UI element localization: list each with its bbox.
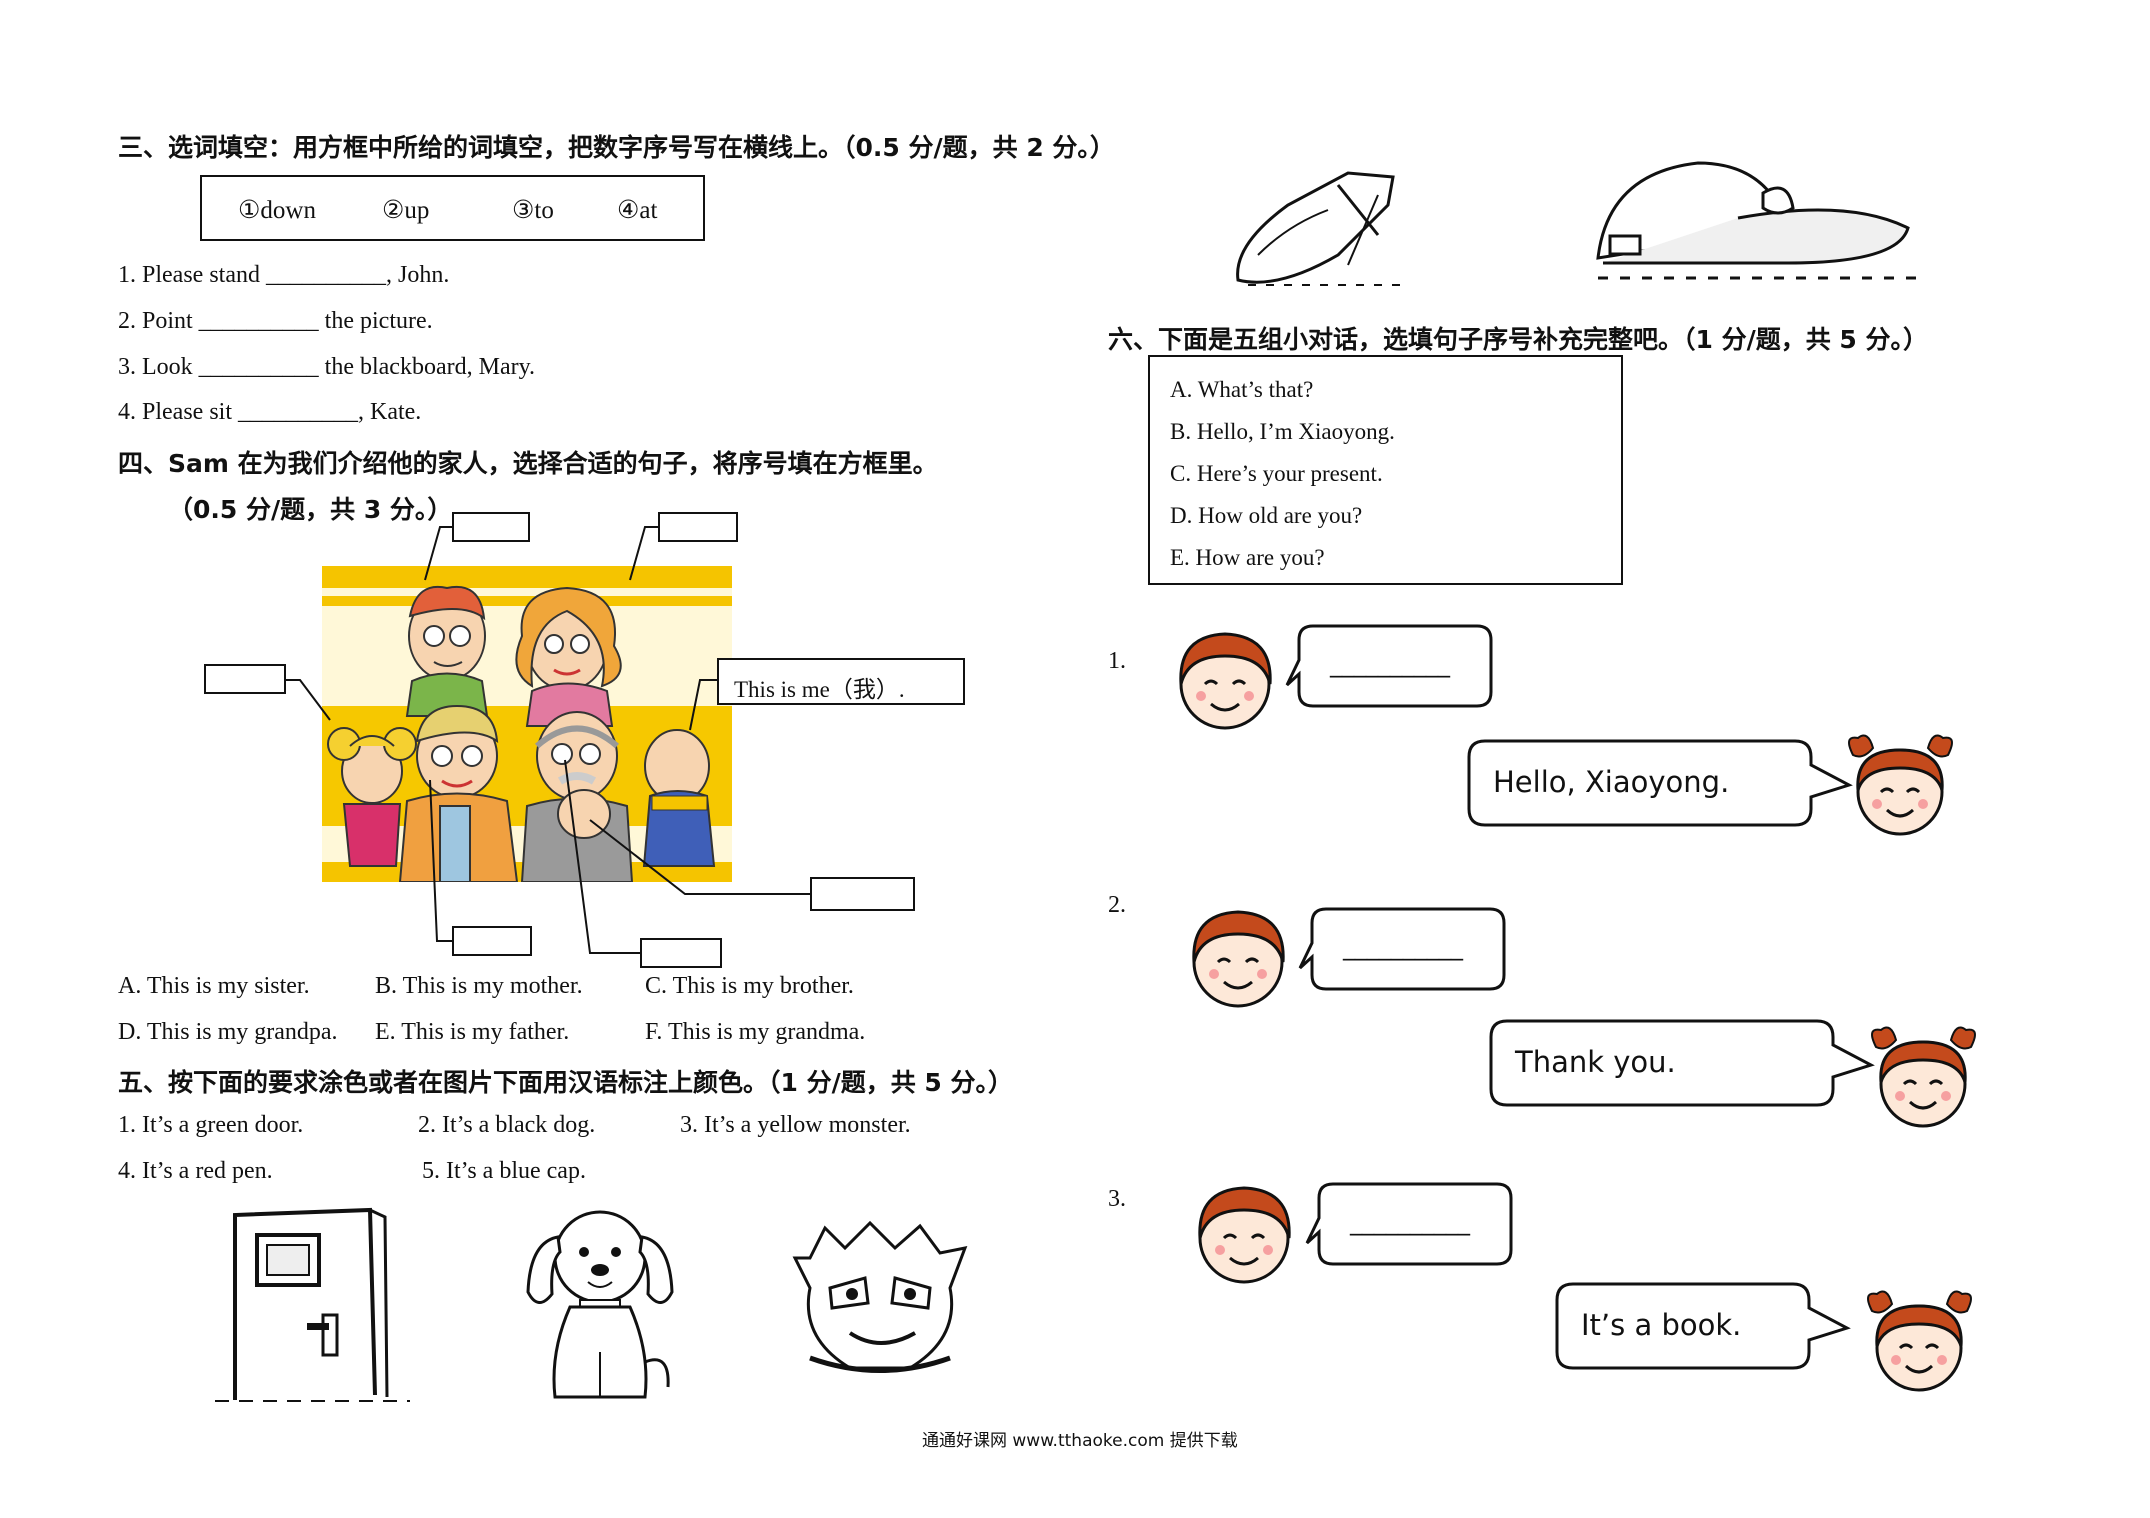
answer-box-sister[interactable]	[204, 664, 286, 694]
dialog-1-number: 1.	[1108, 648, 1126, 674]
girl-face-icon	[1866, 1022, 1981, 1132]
dialog-options-box: A. What’s that? B. Hello, I’m Xiaoyong. …	[1148, 355, 1623, 585]
word-box: ①down ②up ③to ④at	[200, 175, 705, 241]
option-b: B. This is my mother.	[375, 973, 583, 999]
dialog-3-blank[interactable]: __________	[1350, 1208, 1470, 1236]
cap-drawing[interactable]	[1588, 158, 1918, 288]
fill-item-1: 1. Please stand __________, John.	[118, 262, 450, 288]
section-6-title: 六、下面是五组小对话，选填句子序号补充完整吧。（1 分/题，共 5 分。）	[1108, 325, 1929, 354]
dialog-2-reply-bubble: Thank you.	[1487, 1017, 1877, 1109]
boy-face-icon	[1186, 904, 1291, 1009]
girl-face-icon	[1843, 730, 1958, 840]
label-me-text: This is me（我）.	[734, 677, 905, 702]
option-c: C. This is my brother.	[645, 973, 854, 999]
monster-drawing[interactable]	[790, 1218, 970, 1378]
section-5-title: 五、按下面的要求涂色或者在图片下面用汉语标注上颜色。（1 分/题，共 5 分。）	[118, 1068, 1014, 1097]
fill-item-2: 2. Point __________ the picture.	[118, 308, 433, 334]
boy-face-icon	[1192, 1180, 1297, 1285]
color-item-3: 3. It’s a yellow monster.	[680, 1112, 911, 1138]
answer-box-father[interactable]	[452, 512, 530, 542]
answer-box-mother[interactable]	[658, 512, 738, 542]
dialog-option-b: B. Hello, I’m Xiaoyong.	[1170, 419, 1395, 444]
dialog-3-number: 3.	[1108, 1186, 1126, 1212]
dialog-3-question-bubble: __________	[1305, 1180, 1515, 1268]
answer-box-grandpa[interactable]	[640, 938, 722, 968]
leader-lines	[286, 526, 810, 954]
dialog-option-c: C. Here’s your present.	[1170, 461, 1383, 486]
dialog-2-number: 2.	[1108, 892, 1126, 918]
fill-item-4: 4. Please sit __________, Kate.	[118, 399, 422, 425]
word-option-4: ④at	[617, 197, 658, 224]
dialog-1-reply-bubble: Hello, Xiaoyong.	[1465, 737, 1855, 829]
dialog-option-e: E. How are you?	[1170, 545, 1325, 570]
word-option-1: ①down	[238, 197, 316, 224]
color-item-2: 2. It’s a black dog.	[418, 1112, 596, 1138]
pen-drawing[interactable]	[1228, 165, 1408, 290]
dialog-1-reply: Hello, Xiaoyong.	[1493, 765, 1730, 799]
section-4-subtitle: （0.5 分/题，共 3 分。）	[168, 495, 453, 524]
color-item-1: 1. It’s a green door.	[118, 1112, 304, 1138]
option-a: A. This is my sister.	[118, 973, 310, 999]
dialog-1-blank[interactable]: __________	[1330, 650, 1450, 678]
dialog-option-d: D. How old are you?	[1170, 503, 1363, 528]
option-d: D. This is my grandpa.	[118, 1019, 338, 1045]
dialog-2-question-bubble: __________	[1298, 905, 1508, 993]
answer-box-grandma[interactable]	[452, 926, 532, 956]
option-e: E. This is my father.	[375, 1019, 570, 1045]
color-item-4: 4. It’s a red pen.	[118, 1158, 273, 1184]
footer-credit: 通通好课网 www.tthaoke.com 提供下载	[922, 1431, 1238, 1451]
dialog-2-blank[interactable]: __________	[1343, 933, 1463, 961]
dialog-3-reply: It’s a book.	[1581, 1308, 1742, 1342]
door-drawing[interactable]	[215, 1205, 410, 1405]
color-item-5: 5. It’s a blue cap.	[422, 1158, 586, 1184]
dialog-2-reply: Thank you.	[1515, 1045, 1676, 1079]
dog-drawing[interactable]	[520, 1202, 680, 1407]
option-f: F. This is my grandma.	[645, 1019, 866, 1045]
dialog-3-reply-bubble: It’s a book.	[1553, 1280, 1853, 1372]
dialog-1-question-bubble: __________	[1285, 622, 1495, 710]
family-picture	[322, 566, 732, 883]
label-me-box: This is me（我）.	[717, 658, 965, 705]
fill-item-3: 3. Look __________ the blackboard, Mary.	[118, 354, 536, 380]
dialog-option-a: A. What’s that?	[1170, 377, 1314, 402]
answer-box-baby[interactable]	[810, 877, 915, 911]
girl-face-icon	[1862, 1286, 1977, 1396]
word-option-3: ③to	[512, 197, 554, 224]
section-4-title: 四、Sam 在为我们介绍他的家人，选择合适的句子，将序号填在方框里。	[118, 449, 938, 478]
boy-face-icon	[1173, 626, 1278, 731]
section-3-title: 三、选词填空：用方框中所给的词填空，把数字序号写在横线上。（0.5 分/题，共 …	[118, 133, 1115, 162]
word-option-2: ②up	[382, 197, 430, 224]
